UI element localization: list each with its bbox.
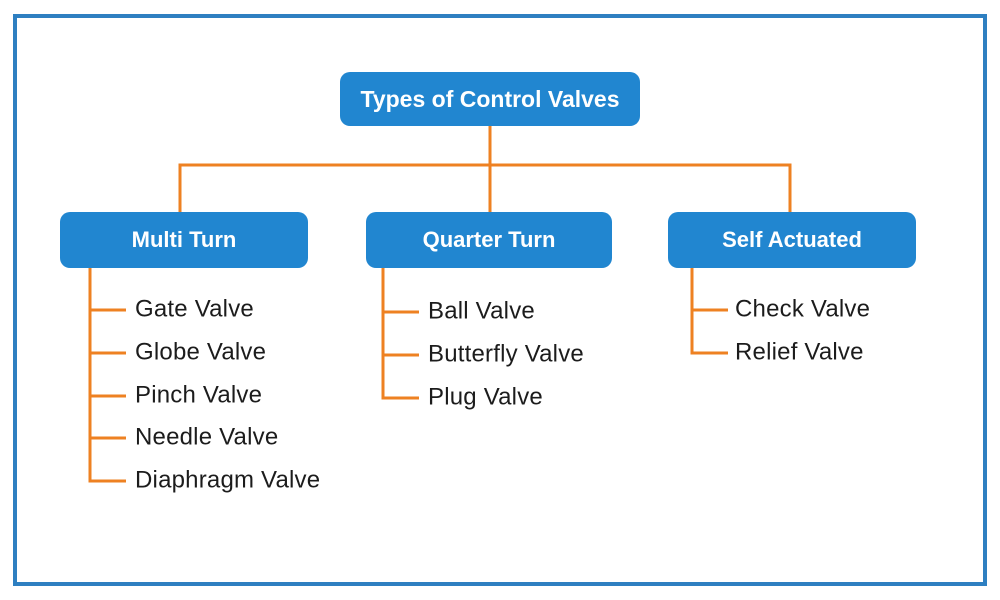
leaf-item-globe-valve: Globe Valve [135,338,267,366]
leaf-item-relief-valve: Relief Valve [735,338,864,366]
branch-node-self-actuated: Self Actuated [668,212,916,268]
leaf-item-ball-valve: Ball Valve [428,297,535,325]
root-node: Types of Control Valves [340,72,640,126]
leaf-item-check-valve: Check Valve [735,295,871,323]
leaf-item-needle-valve: Needle Valve [135,423,279,451]
leaf-item-pinch-valve: Pinch Valve [135,381,263,409]
branch-node-quarter-turn: Quarter Turn [366,212,612,268]
quarter-turn-spine [381,268,419,400]
leaf-item-butterfly-valve: Butterfly Valve [428,340,584,368]
tree-connector [178,126,792,212]
branch-node-multi-turn: Multi Turn [60,212,308,268]
self-actuated-spine [690,268,728,355]
multi-turn-spine [88,268,126,483]
leaf-item-diaphragm-valve: Diaphragm Valve [135,466,321,494]
leaf-item-plug-valve: Plug Valve [428,383,543,411]
leaf-item-gate-valve: Gate Valve [135,295,254,323]
